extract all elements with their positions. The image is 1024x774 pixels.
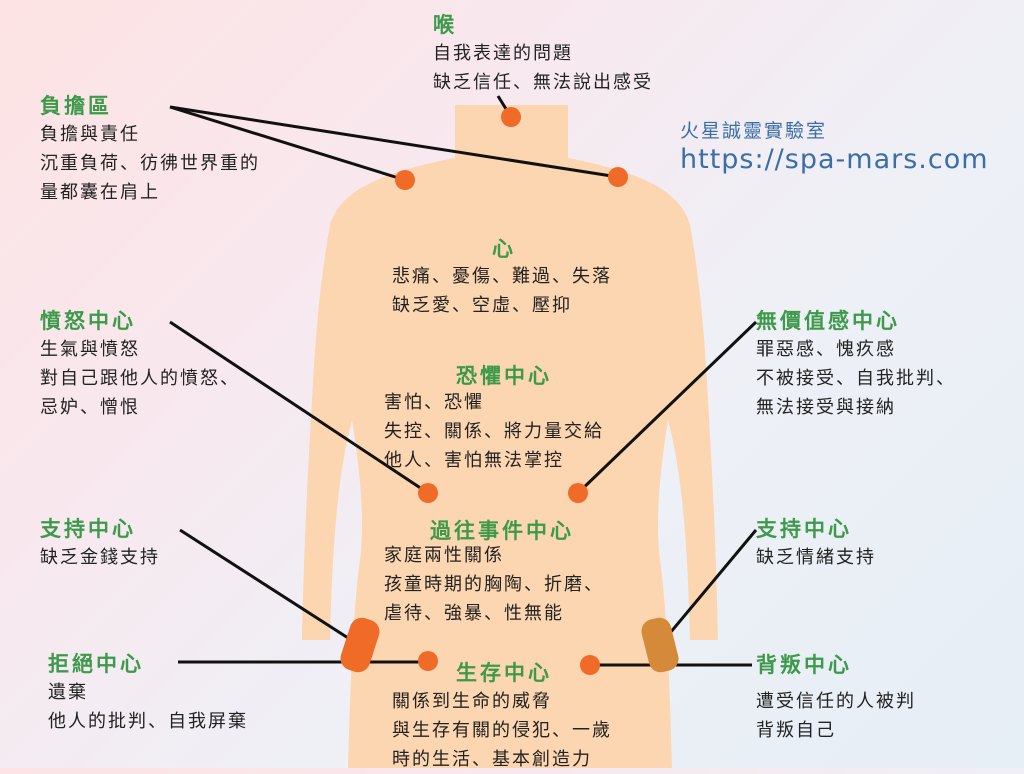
fear-line-3: 他人、害怕無法掌控	[384, 450, 564, 471]
fear-line-2: 失控、關係、將力量交給	[384, 421, 604, 442]
heart-title-wrap: 心	[492, 236, 516, 263]
brand-url: https://spa-mars.com	[680, 144, 989, 175]
rejection-line-2: 他人的批判、自我屏棄	[48, 711, 248, 732]
anger-title: 憤怒中心	[40, 309, 136, 333]
burden-title: 負擔區	[40, 94, 112, 118]
survival-line-1: 關係到生命的威脅	[392, 691, 552, 712]
survival-dot	[580, 655, 600, 675]
connector-burden-left	[169, 105, 406, 182]
betrayal-line-1: 遭受信任的人被判	[756, 691, 916, 712]
support-left-title: 支持中心	[40, 517, 136, 541]
past-events-line-3: 虐待、強暴、性無能	[384, 603, 564, 624]
rejection-title: 拒絕中心	[48, 652, 144, 676]
anger-line-2: 對自己跟他人的憤怒、	[40, 368, 240, 389]
survival-label: 關係到生命的威脅 與生存有關的侵犯、一歲 時的生活、基本創造力	[392, 687, 612, 774]
past-events-label: 家庭兩性關係 孩童時期的胸陶、折磨、 虐待、強暴、性無能	[384, 541, 604, 628]
brand-name: 火星誠靈實驗室	[680, 120, 828, 142]
heart-line-2: 缺乏愛、空虛、壓抑	[392, 295, 572, 316]
heart-line-1: 悲痛、憂傷、難過、失落	[392, 266, 612, 287]
survival-title: 生存中心	[456, 661, 552, 685]
past-events-line-1: 家庭兩性關係	[384, 545, 504, 566]
connector-worthless	[576, 320, 758, 495]
anger-label: 憤怒中心 生氣與憤怒 對自己跟他人的憤怒、 忌妒、憎恨	[40, 308, 240, 422]
anger-line-1: 生氣與憤怒	[40, 339, 140, 360]
worthless-label: 無價值感中心 罪惡感、愧疚感 不被接受、自我批判、 無法接受與接納	[756, 308, 956, 422]
past-title-wrap: 過往事件中心	[430, 518, 574, 545]
survival-title-wrap: 生存中心	[456, 660, 552, 687]
past-events-line-2: 孩童時期的胸陶、折磨、	[384, 574, 604, 595]
support-right-line-1: 缺乏情緒支持	[756, 547, 876, 568]
betrayal-title: 背叛中心	[756, 653, 852, 677]
fear-title: 恐懼中心	[456, 364, 552, 388]
heart-label: 悲痛、憂傷、難過、失落 缺乏愛、空虛、壓抑	[392, 262, 612, 320]
throat-dot	[501, 107, 521, 127]
worthless-dot	[568, 483, 588, 503]
betrayal-line-2: 背叛自己	[756, 720, 836, 741]
support-left-line-1: 缺乏金錢支持	[40, 547, 160, 568]
worthless-line-2: 不被接受、自我批判、	[756, 368, 956, 389]
energy-points	[340, 107, 628, 675]
survival-line-3: 時的生活、基本創造力	[392, 749, 592, 770]
worthless-line-1: 罪惡感、愧疚感	[756, 339, 896, 360]
throat-line-1: 自我表達的問題	[433, 43, 573, 64]
heart-title: 心	[492, 237, 516, 261]
throat-label: 喉 自我表達的問題 缺乏信任、無法說出感受	[433, 12, 653, 97]
throat-line-2: 缺乏信任、無法說出感受	[433, 72, 653, 93]
fear-title-wrap: 恐懼中心	[456, 363, 552, 390]
fear-label: 害怕、恐懼 失控、關係、將力量交給 他人、害怕無法掌控	[384, 388, 604, 475]
past-events-title: 過往事件中心	[430, 519, 574, 543]
connector-anger	[169, 320, 429, 495]
connector-support-left	[179, 528, 360, 647]
worthless-title: 無價值感中心	[756, 309, 900, 333]
shoulder-left-dot	[395, 170, 415, 190]
worthless-line-3: 無法接受與接納	[756, 397, 896, 418]
anger-dot	[418, 483, 438, 503]
survival-line-2: 與生存有關的侵犯、一歲	[392, 720, 612, 741]
shoulder-right-dot	[608, 167, 628, 187]
support-right-label: 支持中心 缺乏情緒支持	[756, 516, 876, 572]
support-right-marker	[641, 617, 679, 673]
rejection-line-1: 遺棄	[48, 682, 88, 703]
brand-block: 火星誠靈實驗室 https://spa-mars.com	[680, 118, 989, 176]
connector-burden-right	[169, 105, 619, 179]
burden-line-3: 量都囊在肩上	[40, 182, 160, 203]
support-right-title: 支持中心	[756, 517, 852, 541]
burden-line-1: 負擔與責任	[40, 124, 140, 145]
burden-label: 負擔區 負擔與責任 沉重負荷、彷彿世界重的 量都囊在肩上	[40, 93, 260, 207]
body-silhouette	[302, 105, 718, 768]
support-left-label: 支持中心 缺乏金錢支持	[40, 516, 160, 572]
connector-support-right	[658, 529, 758, 646]
rejection-dot	[418, 651, 438, 671]
throat-title: 喉	[433, 13, 457, 37]
betrayal-label: 背叛中心 遭受信任的人被判 背叛自己	[756, 652, 916, 745]
anger-line-3: 忌妒、憎恨	[40, 397, 140, 418]
burden-line-2: 沉重負荷、彷彿世界重的	[40, 153, 260, 174]
rejection-label: 拒絕中心 遺棄 他人的批判、自我屏棄	[48, 651, 248, 736]
fear-line-1: 害怕、恐懼	[384, 392, 484, 413]
support-left-marker	[340, 617, 380, 673]
